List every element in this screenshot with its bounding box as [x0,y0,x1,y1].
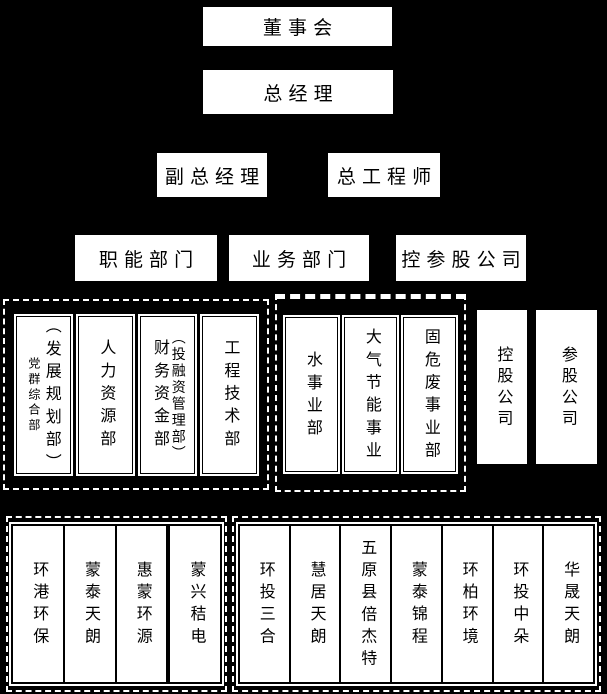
dept-vertical-label: 党群综合部 [26,357,41,435]
participating-subsidiaries-group: 环投三合 慧居天朗 五原县倍杰特 蒙泰锦程 环柏环境 环投中朵 华晟天朗 [232,516,601,692]
subsidiary-cell: 蒙泰锦程 [390,526,441,682]
subsidiary-cell: 环投三合 [240,526,289,682]
dept-box-human-resources: 人力资源部 [77,315,133,474]
holding-company-type-box: 控股公司 [477,310,527,464]
subsidiary-vertical-label: 环柏环境 [459,561,477,650]
division-vertical-label: 水事业部 [303,350,321,442]
subsidiary-vertical-label: 华晟天朗 [561,561,579,650]
dept-vertical-label: 人力资源部 [97,339,115,453]
subsidiary-cell: 环港环保 [13,526,63,682]
division-box-solid-hazardous-waste: 固危废事业部 [403,317,456,472]
subsidiary-cell: 惠蒙环源 [114,526,167,682]
subsidiary-cell: 蒙兴秸电 [166,526,220,682]
division-vertical-label: 固危废事业部 [421,327,439,465]
business-divisions-group: 水事业部 大气节能事业 固危废事业部 [275,294,466,492]
holding-subsidiaries-group: 环港环保 蒙泰天朗 惠蒙环源 蒙兴秸电 [6,516,227,692]
dept-vertical-label: 财务资金部 [151,339,169,453]
board-of-directors-box: 董事会 [203,7,392,46]
subsidiary-vertical-label: 环港环保 [30,561,48,650]
participating-subsidiaries-table: 环投三合 慧居天朗 五原县倍杰特 蒙泰锦程 环柏环境 环投中朵 华晟天朗 [238,524,595,684]
dept-vertical-label: （投融资管理部） [169,329,185,462]
functional-departments-group: 党群综合部 （发展规划部） 人力资源部 财务资金部 （投融资管理部） 工程技术部 [3,299,269,490]
subsidiary-cell: 环柏环境 [440,526,492,682]
dept-box-party-masses-general: 党群综合部 （发展规划部） [15,315,71,476]
dept-vertical-label: 工程技术部 [221,339,239,453]
dept-box-finance-funds: 财务资金部 （投融资管理部） [139,315,195,474]
division-vertical-label: 大气节能事业 [362,327,380,465]
company-type-vertical-label: 控股公司 [494,346,512,431]
subsidiary-cell: 慧居天朗 [288,526,340,682]
subsidiary-vertical-label: 蒙兴秸电 [187,561,205,650]
dept-box-engineering-technology: 工程技术部 [201,315,257,474]
subsidiary-vertical-label: 环投中朵 [510,561,528,650]
general-manager-box: 总经理 [203,70,393,114]
subsidiary-vertical-label: 蒙泰锦程 [408,561,426,650]
subsidiary-vertical-label: 环投三合 [256,561,274,650]
functional-departments-category-box: 职能部门 [75,235,217,281]
division-box-water: 水事业部 [285,317,338,472]
chief-engineer-box: 总工程师 [328,153,440,197]
subsidiary-cell: 五原县倍杰特 [339,526,390,682]
subsidiary-cell: 蒙泰天朗 [62,526,115,682]
subsidiary-cell: 华晟天朗 [542,526,593,682]
subsidiary-vertical-label: 蒙泰天朗 [82,561,100,650]
deputy-general-manager-box: 副总经理 [157,153,267,197]
company-type-vertical-label: 参股公司 [558,346,576,431]
business-departments-category-box: 业务部门 [229,235,369,281]
participating-company-type-box: 参股公司 [536,310,597,464]
division-box-air-energy-saving: 大气节能事业 [344,317,397,472]
dept-vertical-label: （发展规划部） [42,316,60,476]
subsidiary-vertical-label: 五原县倍杰特 [358,539,376,672]
subsidiary-vertical-label: 慧居天朗 [307,561,325,650]
holding-participating-category-box: 控参股公司 [396,235,526,281]
holding-subsidiaries-table: 环港环保 蒙泰天朗 惠蒙环源 蒙兴秸电 [11,524,222,684]
subsidiary-cell: 环投中朵 [491,526,543,682]
subsidiary-vertical-label: 惠蒙环源 [133,561,151,650]
